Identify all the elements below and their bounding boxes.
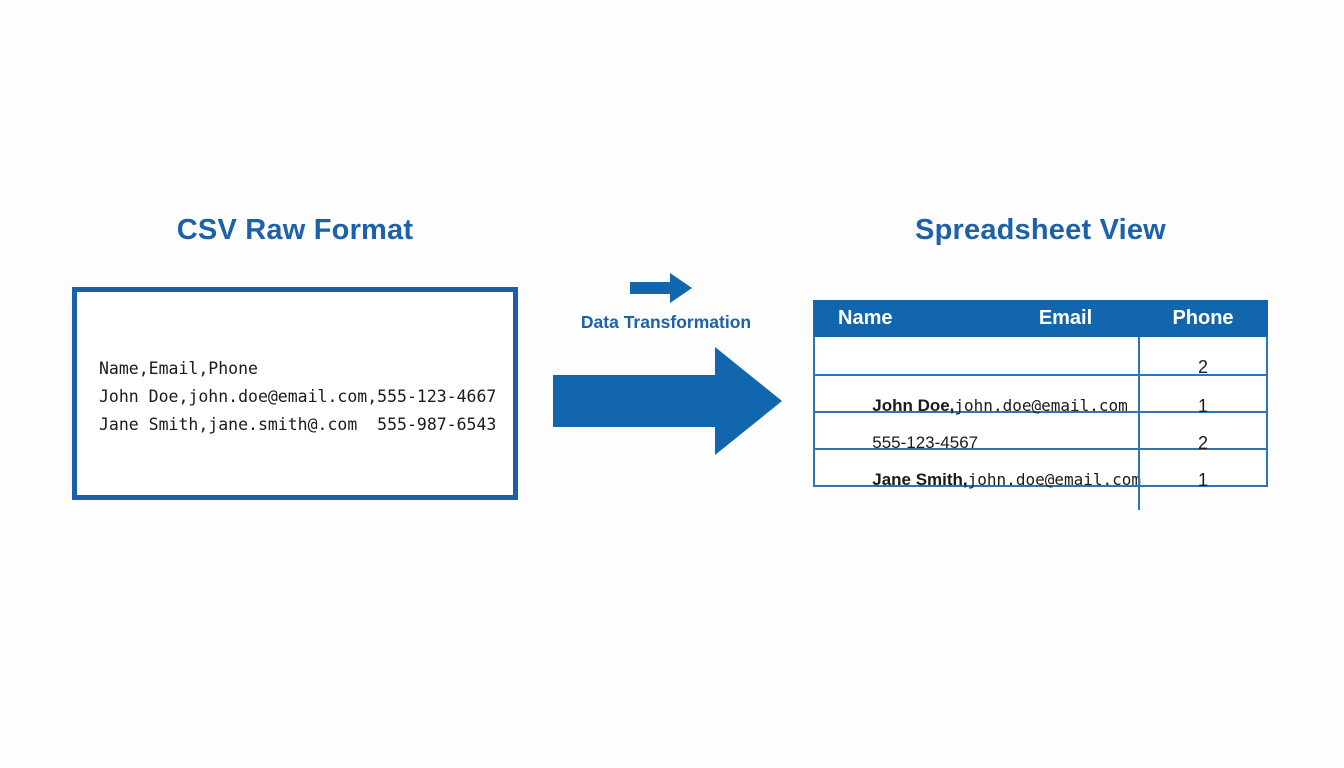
data-transformation-label: Data Transformation <box>580 312 752 332</box>
header-email: Email <box>1038 307 1093 329</box>
csv-raw-box: Name,Email,Phone John Doe,john.doe@email… <box>72 287 518 500</box>
big-right-arrow-icon <box>553 346 783 461</box>
header-phone: Phone <box>1172 307 1234 329</box>
csv-line-header: Name,Email,Phone <box>99 359 258 378</box>
cell-phone: 1 <box>1138 450 1266 510</box>
cell-data: John Doe,john.doe@email.com <box>815 376 1138 436</box>
csv-line-jane: Jane Smith,jane.smith@.com 555-987-6543 <box>99 415 497 434</box>
header-name: Name <box>838 307 893 329</box>
table-body: 2 John Doe,john.doe@email.com 1 555-123-… <box>813 337 1268 510</box>
cell-phone: 1 <box>1138 376 1266 436</box>
small-right-arrow-icon <box>630 273 692 308</box>
cell-text: Jane Smith, <box>872 470 968 489</box>
table-row: Jane Smith,john.doe@email.com 1 <box>815 448 1266 510</box>
cell-phone: 2 <box>1138 337 1266 397</box>
spreadsheet-view-title: Spreadsheet View <box>915 214 1166 246</box>
csv-line-john: John Doe,john.doe@email.com,555-123-4667 <box>99 387 497 406</box>
csv-text-block: Name,Email,Phone John Doe,john.doe@email… <box>99 355 496 439</box>
spreadsheet-table: Name Email Phone 2 John Doe,john.doe@ema… <box>813 300 1268 510</box>
table-row: 2 <box>815 337 1266 397</box>
cell-data: Jane Smith,john.doe@email.com <box>815 450 1142 510</box>
csv-raw-format-title: CSV Raw Format <box>176 214 414 246</box>
cell-text: 555-123-4567 <box>872 433 979 452</box>
cell-email: john.doe@email.com <box>954 396 1128 415</box>
cell-text: John Doe, <box>872 396 955 415</box>
cell-email: john.doe@email.com <box>967 470 1142 489</box>
table-row: 555-123-4567 2 <box>815 411 1266 473</box>
table-header-row: Name Email Phone <box>813 300 1268 337</box>
cell-data: 555-123-4567 <box>815 413 1138 473</box>
cell-phone: 2 <box>1138 413 1266 473</box>
table-row: John Doe,john.doe@email.com 1 <box>815 374 1266 436</box>
